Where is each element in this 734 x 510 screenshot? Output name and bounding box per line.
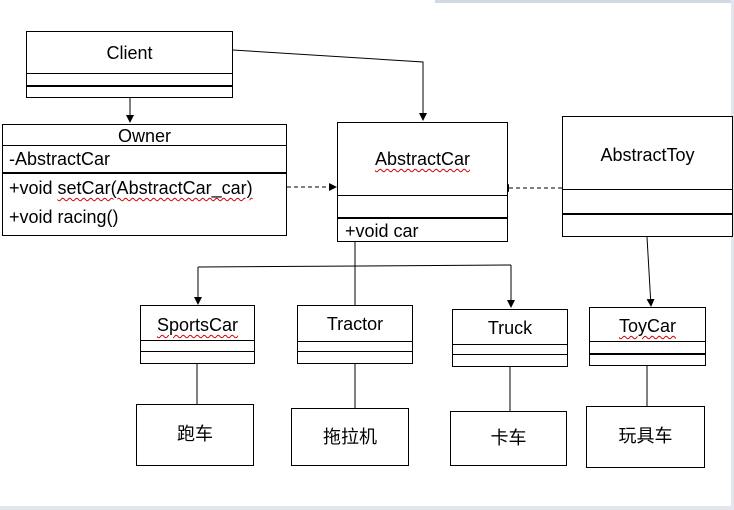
class-abstracttoy: AbstractToy: [562, 116, 733, 237]
divider: [453, 344, 567, 345]
class-tractor-name: Tractor: [326, 314, 384, 334]
divider: [338, 195, 507, 196]
divider: [3, 145, 286, 146]
divider: [453, 354, 567, 355]
class-owner-name: Owner: [117, 126, 171, 146]
class-toycar-name: ToyCar: [618, 316, 676, 336]
divider: [298, 341, 412, 342]
class-abstracttoy-name: AbstractToy: [600, 145, 695, 165]
divider: [590, 341, 705, 342]
window-right-edge: [731, 0, 734, 510]
class-sportscar-name: SportsCar: [156, 315, 239, 335]
divider: [141, 340, 254, 341]
divider: [27, 85, 232, 87]
divider: [338, 217, 507, 219]
note-toycar-text: 玩具车: [618, 426, 673, 447]
note-sportscar: 跑车: [136, 404, 254, 466]
note-truck: 卡车: [450, 411, 567, 466]
note-tractor: 拖拉机: [291, 408, 409, 466]
divider: [590, 353, 705, 355]
note-tractor-text: 拖拉机: [323, 427, 377, 448]
divider: [27, 73, 232, 74]
note-toycar: 玩具车: [586, 406, 705, 468]
class-abstractcar-name: AbstractCar: [374, 149, 471, 169]
class-toycar: ToyCar: [589, 307, 706, 366]
subclass-bus-line: [197, 264, 512, 268]
class-truck-name: Truck: [487, 318, 533, 338]
divider: [563, 189, 732, 190]
abstracttoy-to-toycar-arrow: [646, 236, 655, 307]
class-owner: Owner -AbstractCar +void setCar(Abstract…: [2, 124, 287, 236]
window-bottom-edge: [0, 506, 734, 510]
class-client: Client: [26, 31, 233, 98]
class-client-name: Client: [106, 43, 153, 63]
owner-method-setcar-prefix: +void: [9, 178, 58, 198]
owner-method-setcar-name: setCar(AbstractCar_car): [57, 178, 253, 198]
class-abstractcar: AbstractCar +void car: [337, 122, 508, 242]
window-top-strip: [435, 0, 734, 3]
divider: [298, 351, 412, 352]
class-tractor: Tractor: [297, 305, 413, 364]
owner-attribute: -AbstractCar: [9, 149, 111, 169]
owner-method-racing: +void racing(): [9, 207, 119, 227]
divider: [141, 351, 254, 352]
class-truck: Truck: [452, 309, 568, 367]
note-sportscar-text: 跑车: [177, 424, 213, 445]
client-to-abstractcar-arrow: [232, 49, 427, 121]
divider: [563, 213, 732, 215]
divider: [3, 172, 286, 174]
abstractcar-method: +void car: [345, 221, 419, 241]
class-sportscar: SportsCar: [140, 305, 255, 364]
note-truck-text: 卡车: [490, 428, 527, 449]
owner-method-setcar: +void setCar(AbstractCar_car): [9, 178, 253, 198]
